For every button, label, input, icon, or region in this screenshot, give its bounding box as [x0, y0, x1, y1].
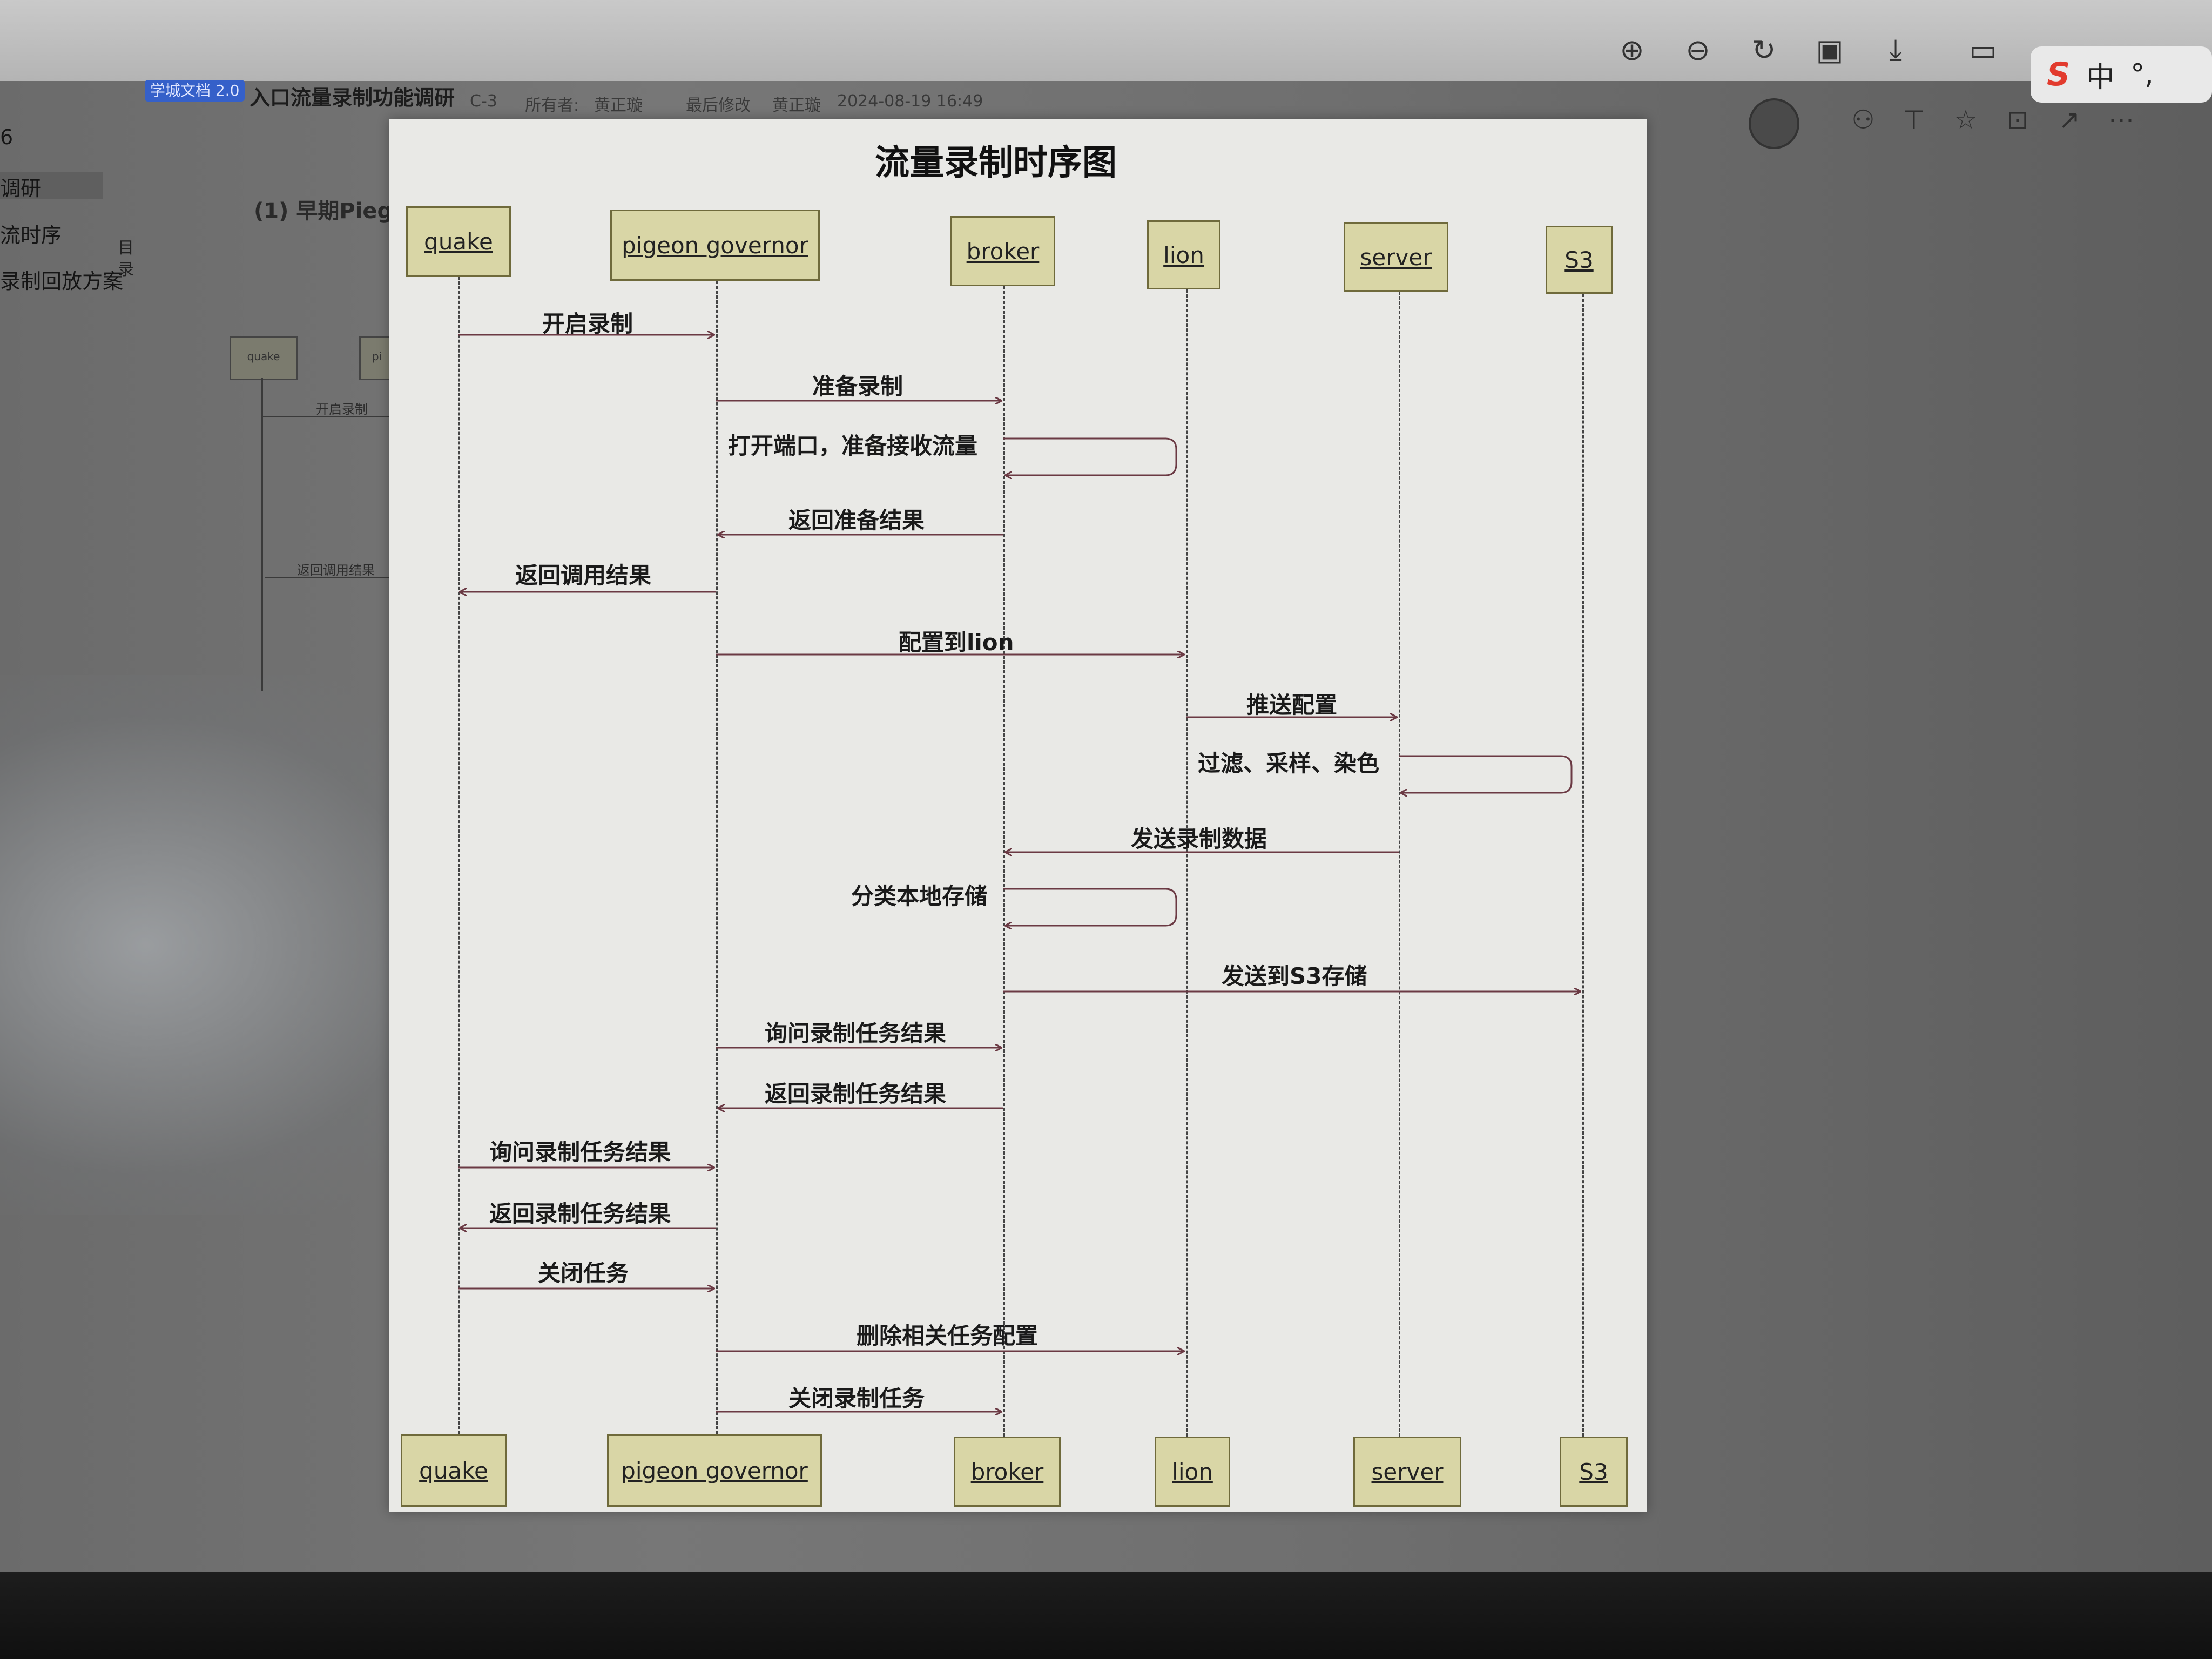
participant-s3-top: S3	[1546, 226, 1613, 294]
mini-arrow-2	[265, 577, 389, 578]
participant-lion-top: lion	[1147, 220, 1220, 289]
modified-time: 2024-08-19 16:49	[837, 92, 983, 111]
participant-quake-top: quake	[406, 206, 511, 276]
lifeline-quake	[458, 276, 460, 1434]
sidebar-item-2[interactable]: 流时序	[0, 224, 62, 247]
lifeline-broker	[1003, 286, 1005, 1437]
sequence-diagram-image	[389, 119, 1647, 1512]
zoom-out-icon[interactable]: ⊖	[1685, 32, 1710, 67]
msg-label-13: 询问录制任务结果	[489, 1139, 671, 1165]
diagram-title: 流量录制时序图	[875, 143, 1117, 183]
ime-mode[interactable]: 中	[2086, 61, 2115, 94]
msg-label-16: 删除相关任务配置	[857, 1323, 1038, 1349]
screen-share-icon[interactable]: ▭	[1969, 32, 1997, 67]
mini-msg-2: 返回调用结果	[297, 563, 375, 578]
doc-badge: 学城文档 2.0	[145, 80, 245, 102]
participant-pigeon-governor-top: pigeon governor	[610, 210, 820, 281]
msg-label-5: 配置到lion	[899, 629, 1014, 656]
ime-logo[interactable]: S	[2047, 56, 2071, 93]
open-external-icon[interactable]: ↗	[2058, 105, 2081, 135]
pin-icon[interactable]: ⊤	[1903, 105, 1925, 135]
participant-broker-top: broker	[950, 216, 1055, 286]
participant-broker-bottom: broker	[954, 1437, 1061, 1507]
share-icon[interactable]: ⚇	[1851, 105, 1875, 135]
download-icon[interactable]: ⤓	[1889, 32, 1902, 66]
lifeline-pigeon-governor	[716, 281, 718, 1434]
message-arrow-9	[1003, 888, 1177, 926]
msg-label-12: 返回录制任务结果	[765, 1081, 947, 1107]
modifier-name: 黄正璇	[772, 96, 821, 115]
msg-label-8: 发送录制数据	[1131, 826, 1267, 852]
message-arrow-7	[1399, 755, 1573, 793]
message-arrow-2	[1003, 437, 1177, 475]
sidebar-item-1[interactable]: 调研	[0, 172, 103, 200]
participant-lion-bottom: lion	[1155, 1437, 1230, 1507]
avatar[interactable]	[1749, 98, 1799, 149]
lock-icon[interactable]: ⊡	[2006, 105, 2029, 135]
mini-participant-quake: quake	[230, 336, 298, 380]
ime-punct[interactable]: °,	[2130, 58, 2154, 91]
lifeline-server	[1399, 292, 1400, 1437]
mini-lifeline	[261, 378, 263, 691]
doc-title[interactable]: 入口流量录制功能调研	[249, 86, 455, 110]
msg-label-14: 返回录制任务结果	[489, 1201, 671, 1227]
msg-label-0: 开启录制	[542, 311, 633, 337]
mini-msg-1: 开启录制	[316, 402, 368, 417]
star-icon[interactable]: ☆	[1954, 105, 1978, 135]
doc-version: C-3	[470, 92, 497, 111]
section-heading: (1) 早期Pieg	[254, 199, 393, 224]
toc-toggle[interactable]: 目 录	[118, 239, 134, 279]
zoom-in-icon[interactable]: ⊕	[1620, 32, 1644, 67]
sidebar-item-3[interactable]: 录制回放方案	[0, 269, 124, 293]
participant-server-bottom: server	[1353, 1437, 1461, 1507]
owner-label: 所有者:	[525, 96, 579, 115]
lifeline-lion	[1186, 289, 1188, 1437]
msg-label-9: 分类本地存储	[851, 883, 988, 909]
msg-label-7: 过滤、采样、染色	[1198, 750, 1380, 777]
lifeline-s3	[1582, 294, 1584, 1437]
rotate-icon[interactable]: ↻	[1751, 32, 1776, 67]
msg-label-17: 关闭录制任务	[788, 1385, 925, 1412]
fit-icon[interactable]: ▣	[1816, 32, 1844, 67]
msg-label-6: 推送配置	[1246, 692, 1338, 718]
participant-quake-bottom: quake	[401, 1434, 507, 1507]
msg-label-2: 打开端口，准备接收流量	[728, 433, 978, 459]
msg-label-11: 询问录制任务结果	[765, 1020, 947, 1047]
msg-label-4: 返回调用结果	[515, 562, 652, 589]
participant-s3-bottom: S3	[1560, 1437, 1628, 1507]
image-viewer-toolbar	[0, 0, 2212, 81]
msg-label-10: 发送到S3存储	[1222, 963, 1367, 989]
mini-arrow-1	[262, 416, 389, 417]
modified-label: 最后修改	[686, 96, 751, 115]
participant-server-top: server	[1344, 222, 1448, 292]
msg-label-3: 返回准备结果	[788, 507, 925, 534]
participant-pigeon-governor-bottom: pigeon governor	[607, 1434, 822, 1507]
ime-toolbar[interactable]: S 中 °,	[2031, 46, 2212, 103]
msg-label-15: 关闭任务	[538, 1260, 629, 1286]
sidebar-item-0[interactable]: 6	[0, 125, 14, 149]
owner-name: 黄正璇	[594, 96, 643, 115]
more-icon[interactable]: ⋯	[2108, 105, 2134, 135]
msg-label-1: 准备录制	[812, 373, 903, 400]
desk-surface	[0, 1572, 2212, 1659]
